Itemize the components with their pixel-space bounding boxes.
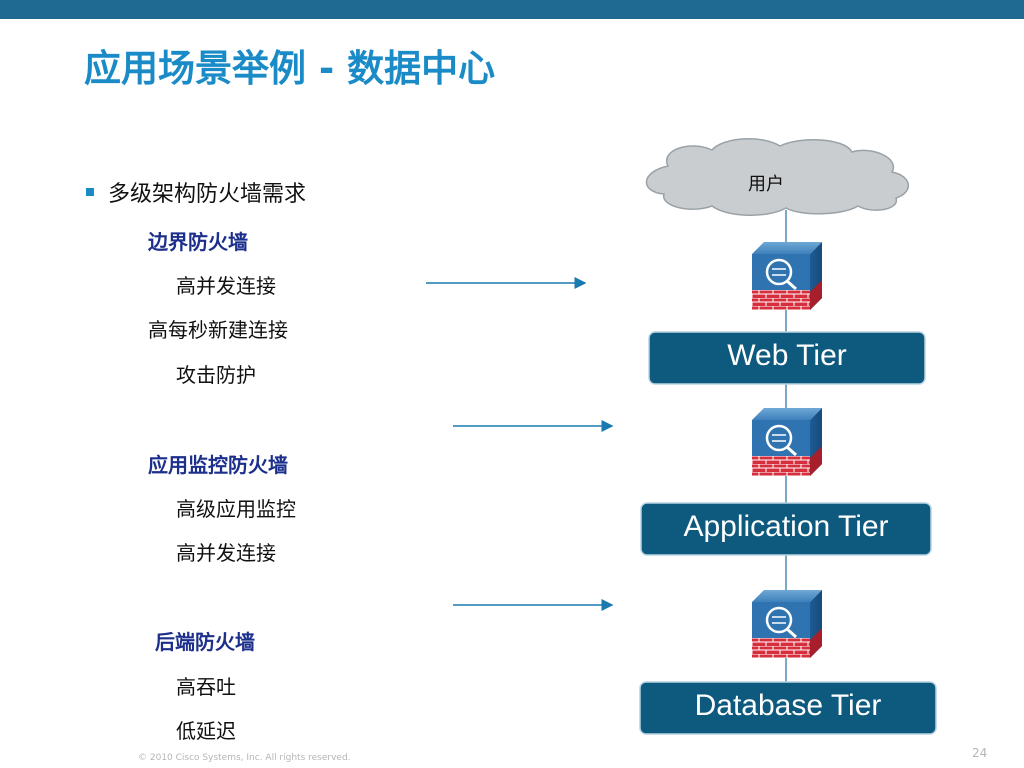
slide-title: 应用场景举例 - 数据中心 [84, 47, 496, 90]
top-bar [0, 0, 1024, 19]
web-tier-box [648, 331, 926, 385]
copyright-footer: © 2010 Cisco Systems, Inc. All rights re… [138, 753, 351, 763]
group-item: 攻击防护 [176, 363, 256, 387]
bullet-item: 多级架构防火墙需求 [86, 176, 306, 208]
bullet-text: 多级架构防火墙需求 [108, 182, 307, 207]
bullet-square-icon [86, 188, 94, 196]
application-tier-label: Application Tier [683, 510, 889, 543]
database-tier-box [639, 681, 937, 735]
group-item: 高并发连接 [176, 541, 276, 565]
group-item: 高级应用监控 [176, 497, 296, 521]
web-tier-label: Web Tier [727, 339, 847, 372]
firewall-icon [752, 242, 822, 310]
cloud-label: 用户 [748, 174, 784, 195]
cloud-icon [645, 138, 909, 216]
group-item: 高并发连接 [176, 274, 276, 298]
page-number: 24 [972, 746, 988, 760]
firewall-icon [752, 590, 822, 658]
group-item: 高吞吐 [176, 675, 236, 699]
database-tier-label: Database Tier [694, 689, 882, 722]
group-heading-perimeter: 边界防火墙 [148, 230, 248, 254]
group-heading-app-monitor: 应用监控防火墙 [148, 453, 288, 477]
application-tier-box [640, 502, 932, 556]
firewall-icon [752, 408, 822, 476]
group-item: 低延迟 [176, 719, 236, 743]
group-heading-backend: 后端防火墙 [155, 630, 255, 654]
group-item: 高每秒新建连接 [148, 318, 288, 342]
